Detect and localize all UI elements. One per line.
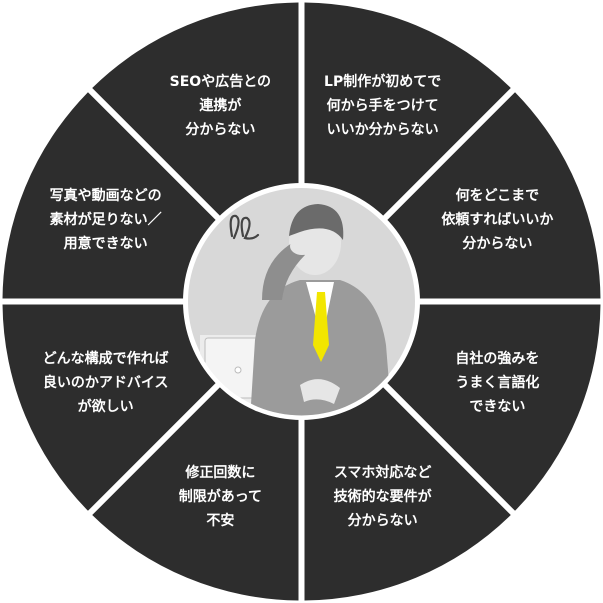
- segment-label-line: 分からない: [347, 513, 418, 530]
- segment-label: どんな構成で作れば良いのかアドバイスが欲しい: [26, 347, 186, 419]
- segment-label-line: 写真や動画などの: [49, 188, 162, 205]
- wheel-segment: [304, 387, 511, 601]
- segment-label-line: うまく言語化: [455, 374, 540, 391]
- segment-label: 自社の強みをうまく言語化できない: [417, 347, 577, 419]
- wheel-segment: [387, 92, 601, 299]
- segment-label-line: 何から手をつけて: [326, 97, 439, 114]
- segment-label-line: 修正回数に: [185, 465, 256, 482]
- segment-label-line: SEOや広告との: [169, 73, 272, 90]
- segment-label-line: 連携が: [199, 97, 242, 114]
- segment-label-line: 制限があって: [178, 489, 263, 506]
- wheel-segment: [2, 304, 216, 511]
- wheel-segment: [304, 2, 511, 216]
- segment-label-line: 用意できない: [63, 236, 148, 253]
- segment-label: 何をどこまで依頼すればいいか分からない: [417, 184, 577, 256]
- center-illustration: [183, 183, 420, 420]
- wheel-segment: [2, 92, 216, 299]
- segment-label-line: 何をどこまで: [455, 188, 540, 205]
- segment-label: スマホ対応など技術的な要件が分からない: [303, 461, 463, 533]
- yellow-tie: [313, 292, 329, 362]
- segment-label-line: いいか分からない: [326, 121, 439, 138]
- segment-label-line: 分からない: [462, 236, 533, 253]
- segment-label-line: 分からない: [185, 121, 256, 138]
- segment-label-line: どんな構成で作れば: [42, 350, 169, 367]
- segment-label: LP制作が初めてで何から手をつけていいか分からない: [303, 70, 463, 142]
- segment-label-line: 素材が足りない／: [49, 212, 162, 229]
- segment-label-line: 依頼すればいいか: [441, 212, 554, 229]
- segment-label-line: が欲しい: [77, 398, 134, 415]
- segment-label: SEOや広告との連携が分からない: [140, 70, 300, 142]
- segment-label-line: 不安: [206, 513, 235, 530]
- wheel-segment: [92, 2, 299, 216]
- worry-swirl-icon: [229, 214, 260, 240]
- segment-label-line: スマホ対応など: [333, 465, 432, 482]
- wheel-segment: [92, 387, 299, 601]
- segment-label: 修正回数に制限があって不安: [140, 461, 300, 533]
- segment-label-line: できない: [469, 398, 526, 415]
- wheel-segment: [387, 304, 601, 511]
- segment-label-line: 自社の強みを: [455, 350, 540, 367]
- segment-label-line: 技術的な要件が: [333, 489, 432, 506]
- segment-label-line: 良いのかアドバイス: [42, 374, 169, 391]
- segment-label-line: LP制作が初めてで: [324, 73, 442, 90]
- segment-label: 写真や動画などの素材が足りない／ 用意できない: [26, 184, 186, 256]
